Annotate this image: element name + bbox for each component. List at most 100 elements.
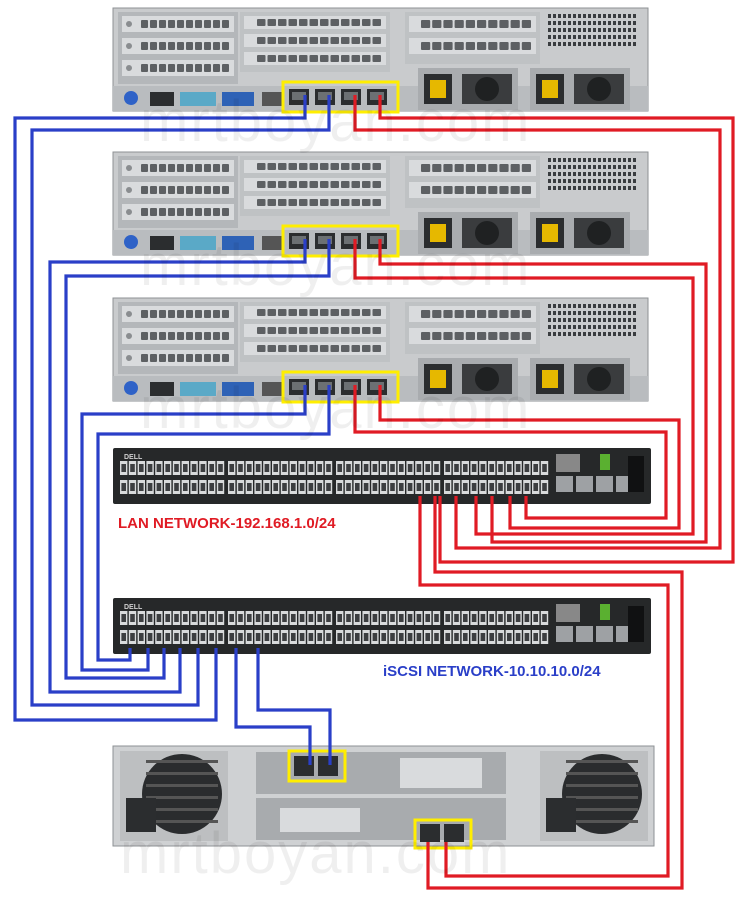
vent-slot [288, 37, 297, 44]
switch-port-contact [425, 483, 430, 491]
vent-hole [578, 332, 581, 336]
nic-port-contact [318, 382, 332, 390]
controller-port [444, 824, 464, 842]
vent-slot [278, 19, 287, 26]
nic-port-contact [370, 236, 384, 244]
vent-hole [633, 35, 636, 39]
vent-hole [573, 21, 576, 25]
switch-port-contact [434, 464, 439, 472]
switch-port-contact [238, 633, 243, 641]
vent-slot [465, 332, 475, 340]
switch-port-contact [218, 633, 223, 641]
controller-port [318, 756, 338, 776]
lan-storage-cable [426, 496, 684, 890]
vent-slot [341, 181, 350, 188]
io-module [400, 758, 482, 788]
vent-hole [573, 28, 576, 32]
vent-hole [583, 325, 586, 329]
switch-port-contact [524, 633, 530, 641]
vent-hole [588, 311, 591, 315]
vent-hole [568, 186, 571, 190]
screw-icon [126, 21, 132, 27]
vent-slot [341, 37, 350, 44]
iscsi-cable [64, 239, 331, 680]
switch-port-contact [416, 483, 422, 491]
switch-port-contact [121, 633, 126, 641]
switch-port-contact [317, 464, 322, 472]
vent-hole [588, 21, 591, 25]
switch-port-contact [264, 483, 270, 491]
vent-hole [593, 304, 596, 308]
vent-hole [583, 179, 586, 183]
vent-slot [159, 164, 166, 172]
vent-hole [588, 35, 591, 39]
vent-hole [588, 332, 591, 336]
vent-slot [267, 163, 276, 170]
switch-port-contact [524, 464, 530, 472]
vent-slot [309, 19, 318, 26]
vent-hole [558, 325, 561, 329]
vent-hole [568, 311, 571, 315]
vent-slot [432, 42, 442, 50]
vent-hole [628, 332, 631, 336]
vent-slot [150, 332, 157, 340]
nic-port-contact [344, 236, 358, 244]
switch-port-contact [147, 483, 153, 491]
vent-slot [278, 181, 287, 188]
switch-port-contact [317, 483, 322, 491]
vent-slot [330, 37, 339, 44]
vent-slot [159, 42, 166, 50]
vent-hole [593, 325, 596, 329]
switch-port-contact [507, 464, 512, 472]
switch-port-contact [390, 464, 395, 472]
vent-slot [141, 64, 148, 72]
switch-port-contact [130, 464, 135, 472]
vent-hole [603, 311, 606, 315]
vent-slot [454, 332, 464, 340]
vent-hole [608, 172, 611, 176]
vent-slot [510, 186, 520, 194]
switch-port-contact [238, 464, 243, 472]
vent-hole [573, 186, 576, 190]
switch-port-contact [454, 464, 459, 472]
vent-slot [257, 181, 266, 188]
switch-port-contact [326, 464, 331, 472]
vent-hole [613, 325, 616, 329]
vent-hole [608, 158, 611, 162]
switch-port-contact [463, 614, 468, 622]
switch-port-contact [542, 633, 547, 641]
switch-port-contact [165, 614, 170, 622]
vent-hole [548, 304, 551, 308]
vent-slot [499, 164, 509, 172]
vent-slot [299, 163, 308, 170]
switch-port-contact [273, 483, 278, 491]
vent-slot [421, 332, 431, 340]
switch-port-contact [498, 633, 503, 641]
vent-slot [168, 164, 175, 172]
vent-slot [320, 345, 329, 352]
switch-port-contact [238, 483, 243, 491]
vent-slot [421, 186, 431, 194]
vent-hole [598, 21, 601, 25]
vent-slot [257, 345, 266, 352]
vent-hole [618, 14, 621, 18]
fan-grille [566, 784, 638, 787]
switch-port-contact [308, 464, 314, 472]
vent-slot [299, 309, 308, 316]
switch-port-contact [229, 633, 234, 641]
vent-hole [608, 332, 611, 336]
switch-port-contact [498, 464, 503, 472]
vent-hole [593, 42, 596, 46]
switch-port-contact [291, 614, 296, 622]
vent-slot [443, 310, 453, 318]
vent-slot [141, 42, 148, 50]
switch-port-contact [130, 483, 135, 491]
switch-port-contact [346, 614, 351, 622]
vent-hole [593, 172, 596, 176]
switch-port-contact [156, 483, 162, 491]
switch-port-contact [291, 483, 296, 491]
switch-port-contact [463, 633, 468, 641]
power-inlet-pin [430, 370, 446, 388]
vent-slot [213, 42, 220, 50]
vent-slot [186, 42, 193, 50]
